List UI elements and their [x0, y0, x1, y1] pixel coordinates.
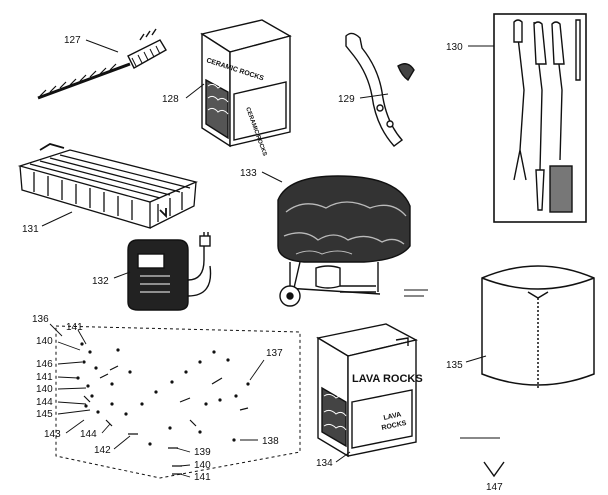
- label-130: 130: [446, 42, 463, 53]
- ceramic-rocks-box-part: [200, 19, 292, 148]
- label-145: 145: [36, 409, 53, 420]
- label-137: 137: [266, 348, 283, 359]
- label-129: 129: [338, 94, 355, 105]
- lifter-hook-part: [345, 32, 415, 147]
- clip-part: [483, 461, 505, 478]
- igniter-module-part: [127, 232, 212, 311]
- warming-rack-part: [17, 143, 199, 229]
- label-132: 132: [92, 276, 109, 287]
- grill-brush-part: [37, 28, 167, 100]
- label-144-left: 144: [36, 397, 53, 408]
- hardware-pack-part: [55, 325, 301, 479]
- label-147: 147: [486, 482, 503, 493]
- tool-set-part: [493, 13, 587, 223]
- drum-cover-part: [481, 265, 595, 388]
- label-134: 134: [316, 458, 333, 469]
- label-143: 143: [44, 429, 61, 440]
- label-136: 136: [32, 314, 49, 325]
- label-141-mid: 141: [36, 372, 53, 383]
- label-140-top: 140: [36, 336, 53, 347]
- label-127: 127: [64, 35, 81, 46]
- label-128: 128: [162, 94, 179, 105]
- label-133: 133: [240, 168, 257, 179]
- lava-rocks-side-text-1: LAVA: [383, 411, 402, 422]
- label-144-bottom: 144: [80, 429, 97, 440]
- label-140-bottom: 140: [194, 460, 211, 471]
- label-141-bottom: 141: [194, 472, 211, 483]
- grill-cover-part: [277, 175, 411, 307]
- label-131: 131: [22, 224, 39, 235]
- label-141-top: 141: [66, 322, 83, 333]
- label-135: 135: [446, 360, 463, 371]
- label-138: 138: [262, 436, 279, 447]
- label-146: 146: [36, 359, 53, 370]
- lava-rocks-box-part: [316, 323, 418, 458]
- lava-rocks-title: LAVA ROCKS: [352, 373, 423, 385]
- label-139: 139: [194, 447, 211, 458]
- label-142: 142: [94, 445, 111, 456]
- label-140-mid: 140: [36, 384, 53, 395]
